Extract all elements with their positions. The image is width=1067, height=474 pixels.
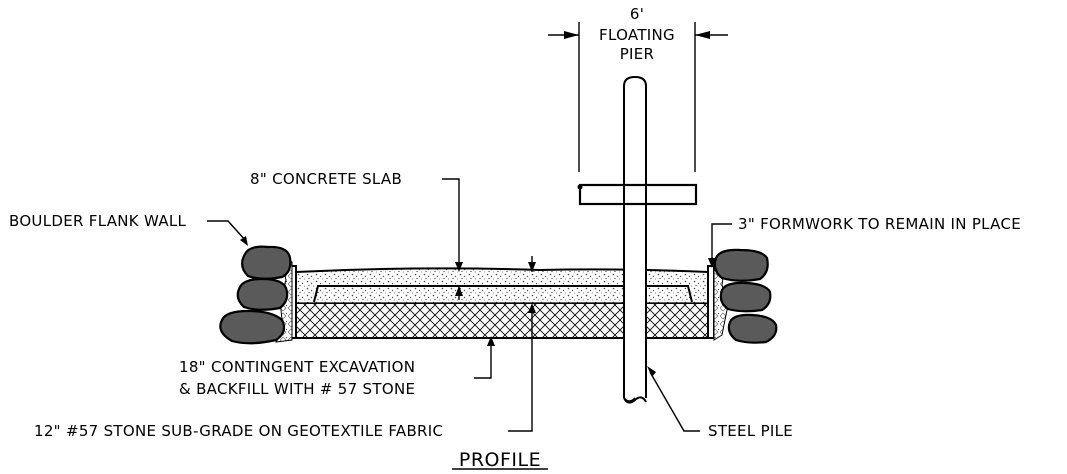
boulder-flank-wall-right: [713, 248, 778, 344]
excavation-label-line1: 18" CONTINGENT EXCAVATION: [179, 358, 415, 376]
excavation-leader: [474, 336, 495, 379]
formwork-leader: [708, 223, 732, 268]
steel-pile: [623, 75, 647, 404]
dimension-value-label: 6': [630, 5, 644, 23]
formwork-label: 3" FORMWORK TO REMAIN IN PLACE: [738, 215, 1021, 233]
floating-pier-label-line1: FLOATING: [599, 26, 675, 44]
boulder-wall-leader: [207, 220, 248, 246]
excavation-label-line2: & BACKFILL WITH # 57 STONE: [179, 380, 415, 398]
subgrade-label: 12" #57 STONE SUB-GRADE ON GEOTEXTILE FA…: [34, 422, 443, 440]
subgrade-leader: [508, 256, 536, 432]
formwork-right: [707, 265, 715, 339]
concrete-slab-leader: [442, 178, 463, 300]
concrete-slab-label: 8" CONCRETE SLAB: [250, 170, 402, 188]
steel-pile-label: STEEL PILE: [708, 422, 793, 440]
boulder-flank-wall-left: [219, 245, 293, 345]
boulder-wall-label: BOULDER FLANK WALL: [9, 212, 187, 230]
steel-pile-leader: [647, 366, 700, 432]
floating-pier-label-line2: PIER: [620, 45, 655, 63]
drawing-title: PROFILE: [459, 449, 541, 471]
pier-width-dimension: [548, 22, 728, 172]
floating-pier: [577, 183, 698, 206]
